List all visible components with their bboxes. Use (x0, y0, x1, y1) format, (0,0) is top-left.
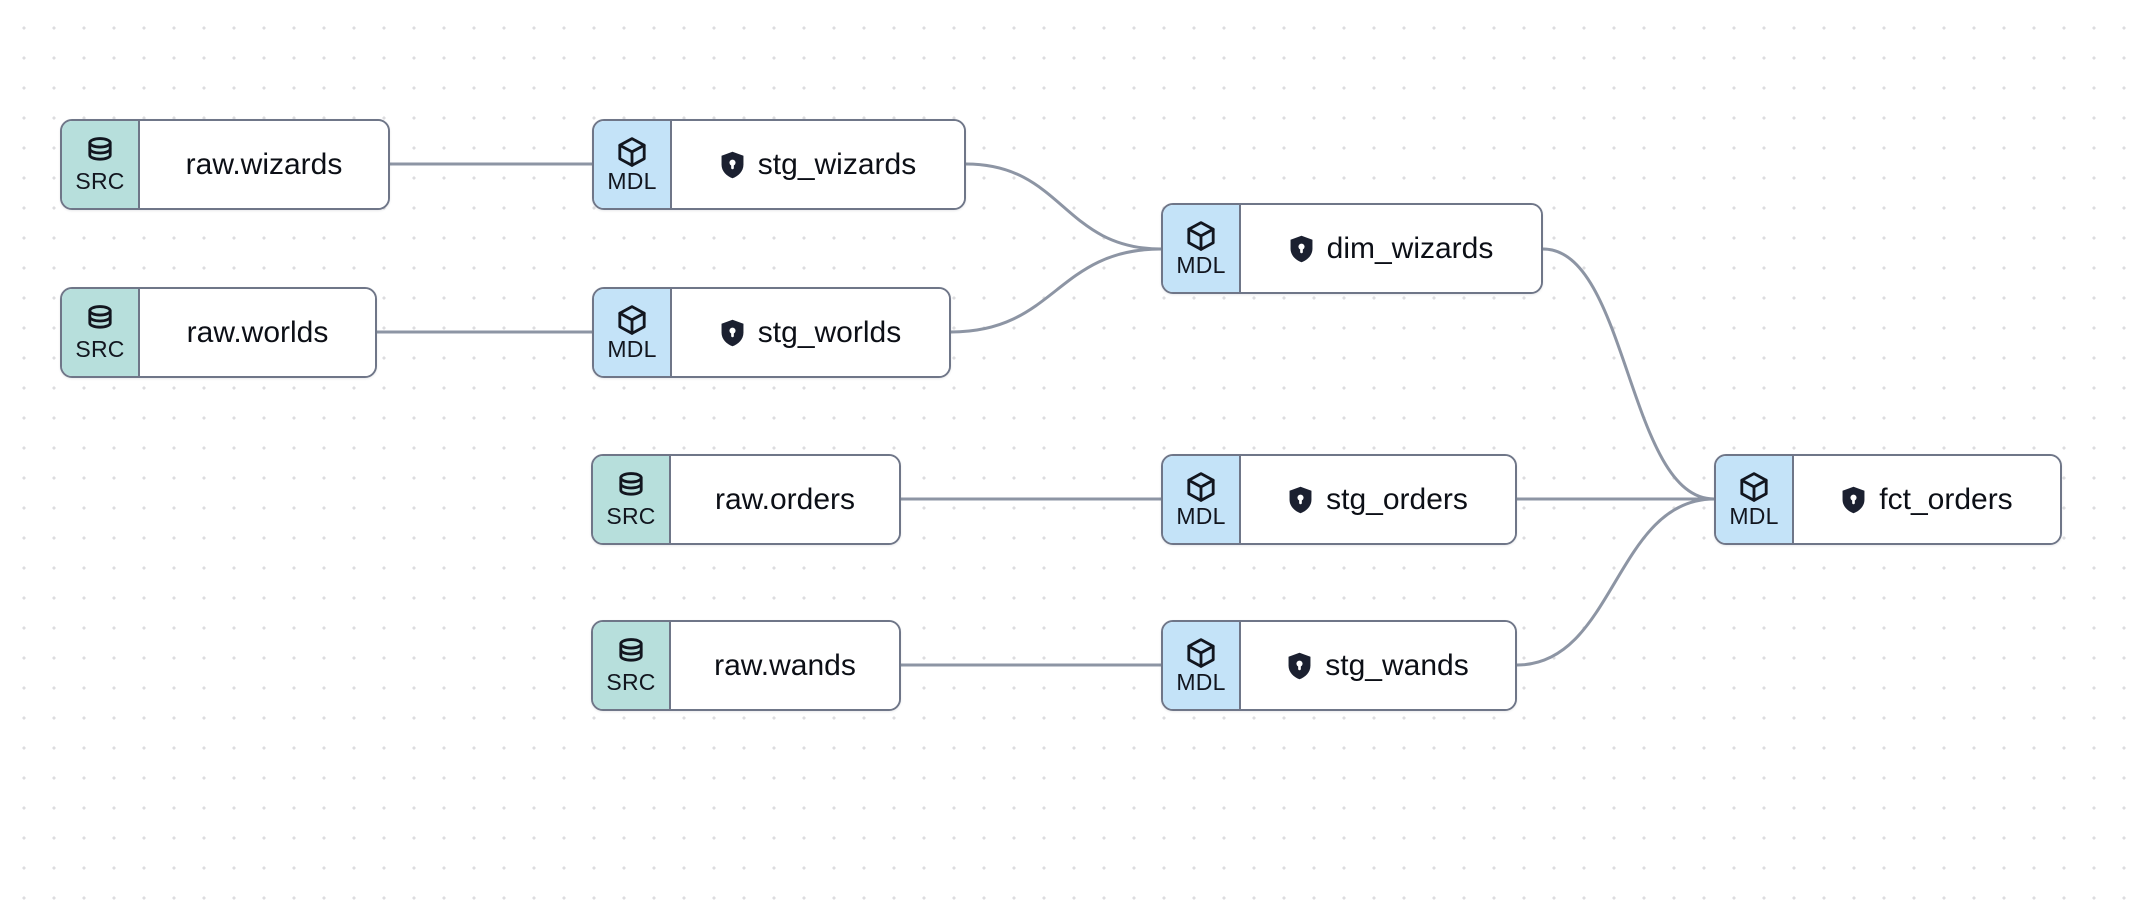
node-badge-label: MDL (607, 336, 657, 362)
node-label: dim_wizards (1326, 231, 1494, 265)
shield-lock-icon (1289, 235, 1314, 263)
node-body: stg_wizards (672, 121, 964, 208)
shield-lock-icon (720, 319, 745, 347)
node-label: raw.worlds (186, 315, 329, 349)
node-raw_wizards[interactable]: SRC raw.wizards (60, 119, 390, 210)
node-stg_worlds[interactable]: MDL stg_worlds (592, 287, 951, 378)
edge-stg_worlds-to-dim_wizards[interactable] (949, 247, 1163, 334)
node-label: stg_worlds (757, 315, 902, 349)
cube-icon (1184, 470, 1218, 504)
cube-icon (615, 303, 649, 337)
node-label: raw.orders (714, 482, 856, 516)
shield-lock-icon (1288, 486, 1313, 514)
cube-icon (1737, 470, 1771, 504)
cube-icon (615, 135, 649, 169)
node-body: raw.wands (671, 622, 899, 709)
shield-lock-icon (1287, 652, 1312, 680)
cube-icon (1184, 219, 1218, 253)
node-badge-label: MDL (1176, 252, 1226, 278)
node-label: raw.wizards (185, 147, 343, 181)
node-badge-mdl: MDL (1163, 456, 1241, 543)
node-badge-src: SRC (62, 289, 140, 376)
node-badge-mdl: MDL (1163, 622, 1241, 709)
database-icon (83, 135, 117, 169)
node-raw_orders[interactable]: SRC raw.orders (591, 454, 901, 545)
node-raw_wands[interactable]: SRC raw.wands (591, 620, 901, 711)
shield-lock-icon (720, 151, 745, 179)
database-icon (614, 636, 648, 670)
node-badge-src: SRC (593, 456, 671, 543)
node-badge-src: SRC (593, 622, 671, 709)
node-badge-mdl: MDL (1716, 456, 1794, 543)
node-body: raw.wizards (140, 121, 388, 208)
node-body: stg_wands (1241, 622, 1515, 709)
node-badge-label: MDL (1729, 503, 1779, 529)
node-body: dim_wizards (1241, 205, 1541, 292)
node-badge-label: MDL (1176, 503, 1226, 529)
node-body: raw.orders (671, 456, 899, 543)
node-stg_wizards[interactable]: MDL stg_wizards (592, 119, 966, 210)
node-label: stg_wizards (757, 147, 917, 181)
node-stg_orders[interactable]: MDL stg_orders (1161, 454, 1517, 545)
node-badge-src: SRC (62, 121, 140, 208)
node-badge-mdl: MDL (594, 289, 672, 376)
node-badge-label: SRC (75, 168, 125, 194)
node-badge-mdl: MDL (594, 121, 672, 208)
node-body: fct_orders (1794, 456, 2060, 543)
node-badge-label: SRC (606, 503, 656, 529)
node-stg_wands[interactable]: MDL stg_wands (1161, 620, 1517, 711)
node-fct_orders[interactable]: MDL fct_orders (1714, 454, 2062, 545)
node-dim_wizards[interactable]: MDL dim_wizards (1161, 203, 1543, 294)
node-body: stg_orders (1241, 456, 1515, 543)
node-body: raw.worlds (140, 289, 375, 376)
node-badge-label: SRC (606, 669, 656, 695)
database-icon (614, 470, 648, 504)
node-badge-label: SRC (75, 336, 125, 362)
shield-lock-icon (1841, 486, 1866, 514)
node-label: fct_orders (1879, 482, 2013, 516)
edge-stg_wands-to-fct_orders[interactable] (1515, 497, 1716, 667)
node-badge-label: MDL (607, 168, 657, 194)
cube-icon (1184, 636, 1218, 670)
node-badge-mdl: MDL (1163, 205, 1241, 292)
node-label: stg_wands (1325, 648, 1469, 682)
node-body: stg_worlds (672, 289, 949, 376)
node-label: raw.wands (714, 648, 856, 682)
edge-stg_wizards-to-dim_wizards[interactable] (964, 162, 1163, 251)
node-raw_worlds[interactable]: SRC raw.worlds (60, 287, 377, 378)
node-label: stg_orders (1326, 482, 1468, 516)
edge-dim_wizards-to-fct_orders[interactable] (1541, 247, 1716, 501)
node-badge-label: MDL (1176, 669, 1226, 695)
database-icon (83, 303, 117, 337)
